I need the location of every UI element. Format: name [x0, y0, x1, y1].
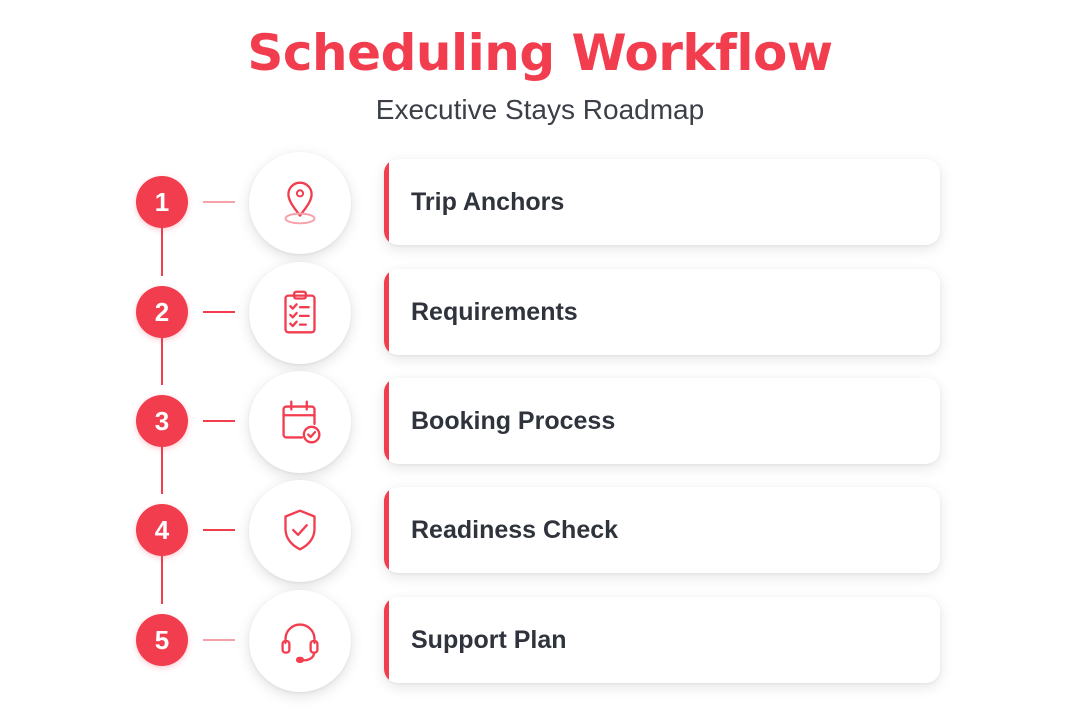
- step-card: Readiness Check: [384, 487, 940, 573]
- step-number-badge: 1: [136, 176, 188, 228]
- step-dash: [203, 529, 235, 531]
- step-dash: [203, 311, 235, 313]
- step-number-badge: 5: [136, 614, 188, 666]
- card-accent-bar: [384, 378, 389, 464]
- step-number-badge: 4: [136, 504, 188, 556]
- page-title: Scheduling Workflow: [247, 24, 833, 82]
- step-card: Booking Process: [384, 378, 940, 464]
- card-accent-bar: [384, 487, 389, 573]
- step-card: Requirements: [384, 269, 940, 355]
- shield-check-icon: [249, 480, 351, 582]
- step-card: Support Plan: [384, 597, 940, 683]
- location-pin-icon: [249, 152, 351, 254]
- step-dash: [203, 639, 235, 641]
- card-accent-bar: [384, 597, 389, 683]
- calendar-check-icon: [249, 371, 351, 473]
- clipboard-checklist-icon: [249, 262, 351, 364]
- step-card: Trip Anchors: [384, 159, 940, 245]
- step-number-badge: 3: [136, 395, 188, 447]
- step-connector: [161, 446, 163, 494]
- workflow-step: 5 Support Plan: [0, 590, 1080, 692]
- step-label: Readiness Check: [411, 515, 619, 544]
- step-label: Requirements: [411, 297, 578, 326]
- workflow-step: 3 Booking Process: [0, 371, 1080, 473]
- card-accent-bar: [384, 159, 389, 245]
- step-connector: [161, 227, 163, 276]
- workflow-step: 1 Trip Anchors: [0, 152, 1080, 254]
- step-label: Support Plan: [411, 625, 567, 654]
- step-number-badge: 2: [136, 286, 188, 338]
- step-dash: [203, 201, 235, 203]
- step-connector: [161, 556, 163, 604]
- headset-icon: [249, 590, 351, 692]
- step-dash: [203, 420, 235, 422]
- step-connector: [161, 337, 163, 385]
- workflow-step: 2 Requirements: [0, 262, 1080, 364]
- step-label: Booking Process: [411, 406, 616, 435]
- step-label: Trip Anchors: [411, 187, 565, 216]
- page-subtitle: Executive Stays Roadmap: [375, 94, 705, 125]
- workflow-step: 4 Readiness Check: [0, 480, 1080, 582]
- card-accent-bar: [384, 269, 389, 355]
